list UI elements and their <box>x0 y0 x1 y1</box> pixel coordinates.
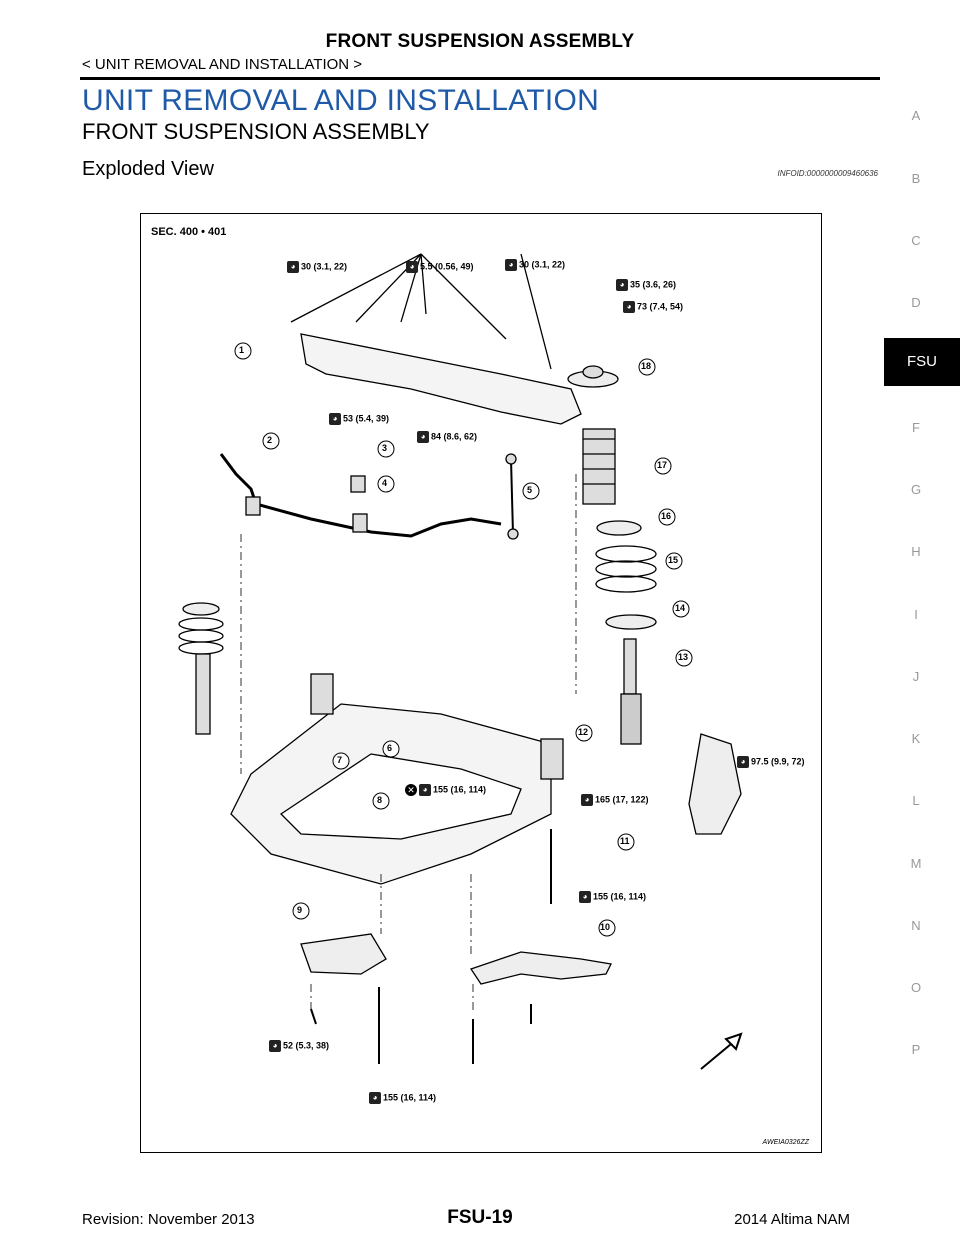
callout-markers <box>234 342 693 937</box>
side-index-f[interactable]: F <box>912 420 920 435</box>
callout-6: 6 <box>387 743 393 753</box>
steering-knuckle-part <box>688 733 742 835</box>
callout-5: 5 <box>527 485 533 495</box>
torque-label: ✕◕155 (16, 114) <box>405 784 486 796</box>
torque-wrench-icon: ◕ <box>369 1092 381 1104</box>
page-header-title: FRONT SUSPENSION ASSEMBLY <box>325 31 635 52</box>
side-index-n[interactable]: N <box>911 918 921 933</box>
do-not-reuse-icon: ✕ <box>405 784 417 796</box>
torque-label: ◕73 (7.4, 54) <box>623 301 683 313</box>
callout-1: 1 <box>239 345 245 355</box>
side-index-j[interactable]: J <box>912 669 920 684</box>
callout-13: 13 <box>678 652 689 662</box>
topic-heading: Exploded View <box>82 158 214 180</box>
torque-wrench-icon: ◕ <box>287 261 299 273</box>
callout-15: 15 <box>668 555 679 565</box>
callout-3: 3 <box>382 443 388 453</box>
callout-17: 17 <box>657 460 668 470</box>
callout-18: 18 <box>641 361 652 371</box>
exploded-view-figure: SEC. 400 • 401 1 2 3 4 5 6 7 8 9 10 11 1… <box>140 213 822 1153</box>
side-index-h[interactable]: H <box>911 544 921 559</box>
figure-id: AWEIA0326ZZ <box>762 1139 809 1146</box>
upper-member-part <box>300 333 582 425</box>
torque-wrench-icon: ◕ <box>329 413 341 425</box>
callout-2: 2 <box>267 435 273 445</box>
callout-16: 16 <box>661 511 672 521</box>
callout-12: 12 <box>578 727 589 737</box>
torque-label: ◕97.5 (9.9, 72) <box>737 756 805 768</box>
transverse-link-part <box>469 951 612 985</box>
torque-wrench-icon: ◕ <box>579 891 591 903</box>
side-index-d[interactable]: D <box>911 295 921 310</box>
exploded-view-drawing <box>178 253 743 1070</box>
torque-label: ◕84 (8.6, 62) <box>417 431 477 443</box>
footer-page-number: FSU-19 <box>447 1207 513 1228</box>
section-code: SEC. 400 • 401 <box>151 226 227 238</box>
side-index-m[interactable]: M <box>910 856 922 871</box>
breadcrumb: < UNIT REMOVAL AND INSTALLATION > <box>82 56 363 73</box>
header-rule <box>80 77 880 80</box>
torque-label: ◕5.5 (0.56, 49) <box>406 261 474 273</box>
torque-wrench-icon: ◕ <box>623 301 635 313</box>
torque-label: ◕53 (5.4, 39) <box>329 413 389 425</box>
torque-label: ◕30 (3.1, 22) <box>287 261 347 273</box>
callout-8: 8 <box>377 795 383 805</box>
torque-wrench-icon: ◕ <box>419 784 431 796</box>
torque-label: ◕35 (3.6, 26) <box>616 279 676 291</box>
side-index-p[interactable]: P <box>911 1042 921 1057</box>
torque-wrench-icon: ◕ <box>616 279 628 291</box>
side-index-i[interactable]: I <box>914 607 918 622</box>
subsection-heading: FRONT SUSPENSION ASSEMBLY <box>82 119 430 144</box>
callout-10: 10 <box>600 922 611 932</box>
torque-label: ◕30 (3.1, 22) <box>505 259 565 271</box>
side-index-c[interactable]: C <box>911 233 921 248</box>
side-index-a[interactable]: A <box>911 108 921 123</box>
torque-wrench-icon: ◕ <box>737 756 749 768</box>
side-index-l[interactable]: L <box>912 793 920 808</box>
stop-plate-part <box>300 933 387 975</box>
callout-4: 4 <box>382 478 388 488</box>
torque-label: ◕165 (17, 122) <box>581 794 649 806</box>
info-id: INFOID:0000000009460636 <box>777 169 878 178</box>
side-index-b[interactable]: B <box>911 171 921 186</box>
stabilizer-bar-part <box>219 453 502 538</box>
footer-revision: Revision: November 2013 <box>82 1211 255 1228</box>
side-index-g[interactable]: G <box>910 482 922 497</box>
torque-label: ◕52 (5.3, 38) <box>269 1040 329 1052</box>
torque-label: ◕155 (16, 114) <box>579 891 646 903</box>
side-index-fsu-active[interactable]: FSU <box>884 338 960 386</box>
callout-11: 11 <box>620 836 630 846</box>
torque-wrench-icon: ◕ <box>581 794 593 806</box>
callout-7: 7 <box>337 755 343 765</box>
torque-wrench-icon: ◕ <box>406 261 418 273</box>
side-index-k[interactable]: K <box>911 731 921 746</box>
callout-14: 14 <box>675 603 686 613</box>
side-index-o[interactable]: O <box>910 980 922 995</box>
torque-wrench-icon: ◕ <box>269 1040 281 1052</box>
torque-label: ◕155 (16, 114) <box>369 1092 436 1104</box>
footer-model: 2014 Altima NAM <box>734 1211 850 1228</box>
torque-wrench-icon: ◕ <box>417 431 429 443</box>
callout-9: 9 <box>297 905 303 915</box>
torque-wrench-icon: ◕ <box>505 259 517 271</box>
section-heading: UNIT REMOVAL AND INSTALLATION <box>82 84 600 117</box>
